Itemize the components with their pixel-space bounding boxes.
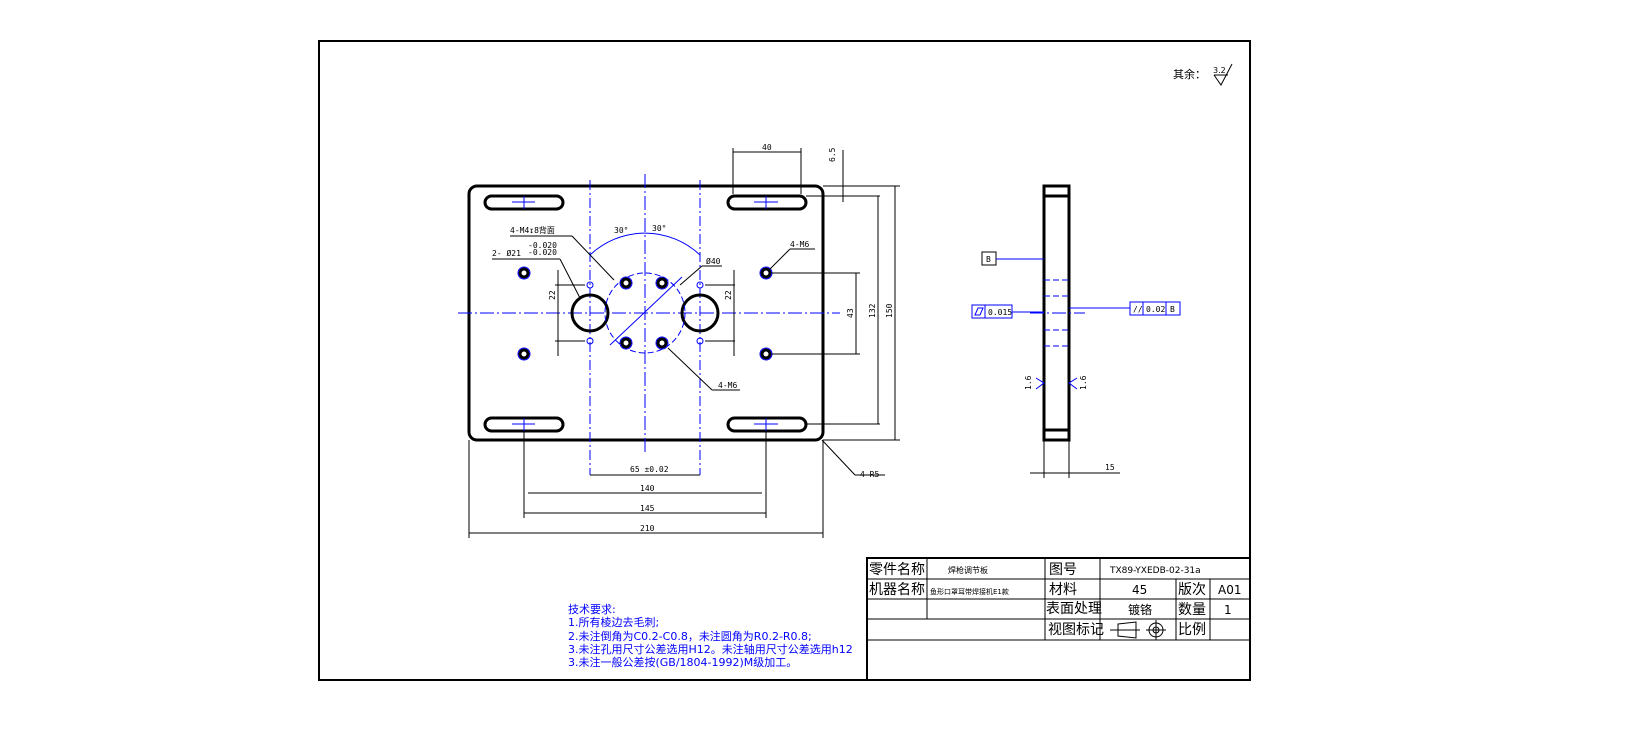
roughness-left-value: 1.6: [1024, 375, 1033, 390]
parallelism-icon: //: [1133, 305, 1143, 314]
dim-210: 210: [640, 524, 655, 533]
callout-m4-holes: 4-M4↧8背面: [510, 225, 555, 235]
dim-angle-right: 30°: [652, 224, 666, 233]
dim-22-right: 22: [724, 290, 733, 300]
roughness-left-icon: [1035, 377, 1045, 390]
angle-arc: [589, 232, 701, 256]
view-mark-label: 视图标记: [1048, 622, 1104, 638]
tech-req-item: 1.所有棱边去毛刺;: [568, 615, 659, 629]
bore-left: [570, 293, 610, 333]
bore-tolerance-lower: -0.020: [528, 248, 557, 257]
bore-right: [680, 293, 720, 333]
tech-req-item: 3.未注孔用尺寸公差选用H12。未注轴用尺寸公差选用h12: [568, 642, 853, 656]
projection-symbol-icon: [1110, 620, 1166, 640]
callout-m6-center: 4-M6: [718, 381, 737, 390]
dim-65: 65 ±0.02: [630, 465, 669, 474]
dim-22-left: 22: [548, 290, 557, 300]
version-value: A01: [1218, 583, 1241, 597]
dim-132: 132: [868, 303, 877, 318]
title-block: 零件名称 焊枪调节板 图号 TX89-YXEDB-02-31a 机器名称 鱼形口…: [866, 557, 1251, 681]
tech-req-item: 2.未注倒角为C0.2-C0.8，未注圆角为R0.2-R0.8;: [568, 629, 812, 643]
bore-tolerance-upper: -0.020: [528, 241, 557, 250]
parallelism-tolerance: 0.02: [1146, 305, 1165, 314]
scale-label: 比例: [1178, 622, 1206, 638]
flatness-tolerance: 0.015: [988, 308, 1012, 317]
technical-requirements: 技术要求: 1.所有棱边去毛刺; 2.未注倒角为C0.2-C0.8，未注圆角为R…: [568, 603, 853, 669]
dim-40: 40: [762, 143, 772, 152]
slot-top-right: [726, 194, 808, 211]
surface-treatment-value: 镀铬: [1128, 602, 1152, 617]
version-label: 版次: [1178, 582, 1206, 598]
drawing-no-value: TX89-YXEDB-02-31a: [1109, 566, 1201, 576]
drawing-no-label: 图号: [1049, 562, 1077, 578]
material-label: 材料: [1049, 582, 1077, 598]
drawing-frame: [318, 40, 1251, 681]
tech-req-item: 3.未注一般公差按(GB/1804-1992)M级加工。: [568, 655, 797, 669]
parallelism-datum: B: [1170, 305, 1175, 314]
dim-angle-left: 30°: [614, 226, 628, 235]
m4-holes: [619, 276, 669, 350]
flatness-icon: [974, 307, 984, 316]
surface-roughness-value: 3.2: [1213, 66, 1226, 75]
dim-6-5: 6.5: [828, 147, 837, 162]
dim-150: 150: [885, 303, 894, 318]
dim-phi40: Ø40: [706, 256, 721, 266]
quantity-value: 1: [1224, 603, 1232, 617]
surface-treatment-label: 表面处理: [1046, 601, 1102, 617]
part-name-value: 焊枪调节板: [948, 565, 988, 575]
tech-req-title: 技术要求:: [568, 603, 616, 616]
m6-holes: [517, 266, 773, 361]
phi40-pitch-circle: [604, 272, 686, 354]
surface-roughness-note: 其余： 3.2: [1173, 63, 1233, 86]
small-holes: [586, 281, 704, 345]
roughness-right-icon: [1068, 377, 1078, 390]
machine-name-label: 机器名称: [869, 582, 925, 598]
roughness-symbol-icon: [1213, 63, 1233, 86]
dim-15: 15: [1105, 463, 1115, 472]
dim-43: 43: [846, 308, 855, 318]
dim-140: 140: [640, 484, 655, 493]
side-view: B 0.015 // 0.02 B 1.6 1.6 15: [971, 184, 1181, 478]
material-value: 45: [1132, 583, 1147, 597]
machine-name-value: 鱼形口罩耳带焊接机E1款: [930, 587, 1009, 596]
callout-m6-right: 4-M6: [790, 240, 809, 249]
quantity-label: 数量: [1178, 602, 1206, 618]
front-view: 4-M4↧8背面 2- Ø21 -0.020 -0.020 4-M6 4-M6 …: [458, 143, 900, 538]
roughness-right-value: 1.6: [1079, 375, 1088, 390]
callout-bore-phi21: 2- Ø21: [492, 248, 521, 258]
dim-145: 145: [640, 504, 655, 513]
surface-note-label: 其余：: [1173, 67, 1206, 81]
part-name-label: 零件名称: [869, 562, 925, 578]
datum-b-label: B: [986, 255, 991, 264]
